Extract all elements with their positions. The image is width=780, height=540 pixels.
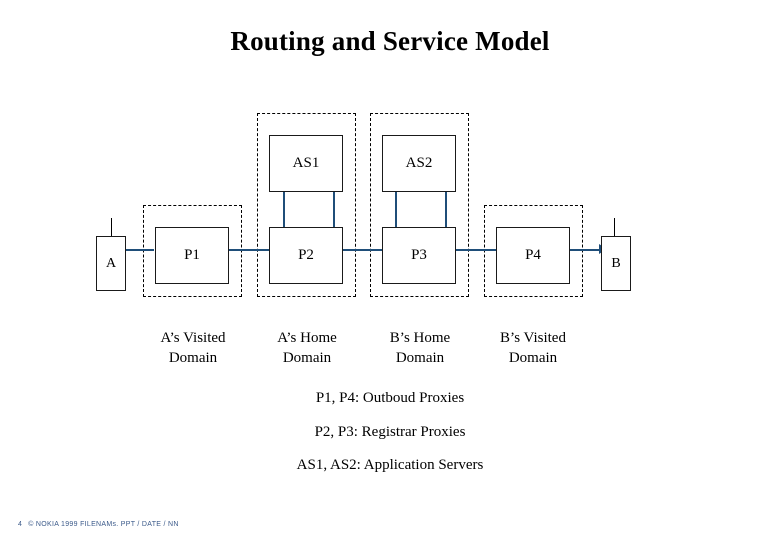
link-a-p1	[126, 249, 154, 251]
caption-a-visited-line1: A’s Visited	[160, 330, 226, 346]
link-p4-b	[570, 249, 602, 251]
caption-a-home-line2: Domain	[282, 350, 332, 366]
node-p4[interactable]: P4	[496, 227, 570, 284]
node-b-label: B	[611, 255, 621, 271]
footer-text: © NOKIA 1999 FILENAMs. PPT / DATE / NN	[28, 521, 179, 528]
node-p3[interactable]: P3	[382, 227, 456, 284]
link-as1-down	[333, 186, 335, 250]
caption-b-home-line1: B’s Home	[389, 330, 451, 346]
link-p2-as1-riser	[283, 186, 285, 250]
caption-a-home-line1: A’s Home	[277, 330, 337, 346]
node-p3-label: P3	[411, 247, 427, 263]
caption-a-home-domain: A’s Home Domain	[247, 328, 367, 368]
link-p1-p2	[228, 249, 280, 251]
node-p1[interactable]: P1	[155, 227, 229, 284]
legend-registrar-proxies: P2, P3: Registrar Proxies	[314, 424, 466, 440]
caption-a-visited-line2: Domain	[168, 350, 218, 366]
domain-box-b-home	[370, 113, 469, 297]
domain-box-a-home	[257, 113, 356, 297]
legend-application-servers: AS1, AS2: Application Servers	[296, 457, 484, 473]
legend-outbound-proxies: P1, P4: Outboud Proxies	[315, 390, 465, 406]
caption-b-home-line2: Domain	[395, 350, 445, 366]
stub-above-a	[111, 218, 112, 236]
caption-b-home-domain: B’s Home Domain	[360, 328, 480, 368]
link-p3-as2-riser	[395, 186, 397, 250]
caption-b-visited-line1: B’s Visited	[500, 330, 566, 346]
node-p1-label: P1	[184, 247, 200, 263]
node-p4-label: P4	[525, 247, 541, 263]
stub-above-b	[614, 218, 615, 236]
node-p2[interactable]: P2	[269, 227, 343, 284]
node-p2-label: P2	[298, 247, 314, 263]
node-as2[interactable]: AS2	[382, 135, 456, 192]
caption-a-visited-domain: A’s Visited Domain	[133, 328, 253, 368]
page-title: Routing and Service Model	[230, 26, 550, 56]
node-as1[interactable]: AS1	[269, 135, 343, 192]
link-p2-p3	[333, 249, 395, 251]
link-p3-p4	[445, 249, 500, 251]
domain-box-b-visited	[484, 205, 583, 297]
node-a-label: A	[105, 255, 117, 271]
node-b[interactable]: B	[601, 236, 631, 291]
link-as2-down	[445, 186, 447, 250]
node-a[interactable]: A	[96, 236, 126, 291]
footer-page-number: 4	[18, 521, 23, 528]
domain-box-a-visited	[143, 205, 242, 297]
node-as1-label: AS1	[292, 155, 320, 171]
caption-b-visited-line2: Domain	[508, 350, 558, 366]
node-as2-label: AS2	[405, 155, 433, 171]
caption-b-visited-domain: B’s Visited Domain	[473, 328, 593, 368]
slide-footer: 4 © NOKIA 1999 FILENAMs. PPT / DATE / NN	[18, 521, 179, 528]
